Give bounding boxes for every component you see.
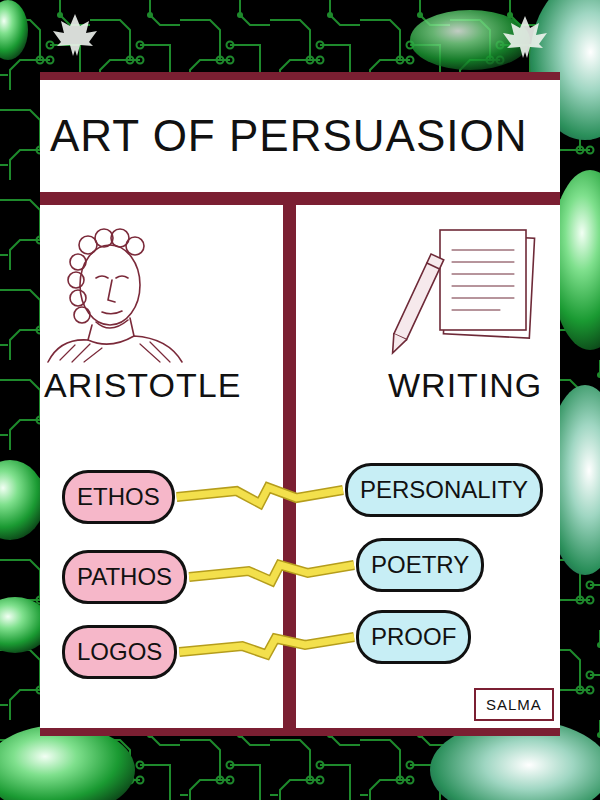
lightning-connector [177, 487, 343, 503]
node-text: POETRY [371, 551, 469, 580]
pencil-tip [386, 334, 406, 356]
curl [126, 237, 144, 255]
curl [74, 307, 90, 323]
figure-label: WRITING [388, 366, 542, 405]
pencil [386, 254, 443, 356]
node-text: PATHOS [77, 563, 172, 592]
text-lines [452, 250, 514, 310]
signature-label: SALMA [474, 688, 554, 721]
leaf-shape [53, 14, 97, 56]
robe [48, 336, 182, 362]
robe-hatching [60, 342, 170, 362]
bolt-line [179, 637, 354, 655]
writing-sketch [386, 230, 534, 356]
figure-label: ARISTOTLE [44, 366, 241, 405]
bolt-outline [177, 487, 343, 503]
maple-leaf [53, 14, 97, 56]
bolt-outline [189, 565, 354, 581]
node-text: LOGOS [77, 638, 162, 667]
appeal-cloud: ETHOS [62, 470, 175, 525]
pencil-body [394, 254, 444, 340]
column-divider [283, 205, 296, 730]
node-text: ETHOS [77, 483, 160, 512]
writing-cloud: PROOF [356, 610, 471, 665]
jaw [96, 320, 128, 328]
appeal-cloud: LOGOS [62, 625, 177, 680]
eyes [96, 276, 128, 278]
top-band [40, 72, 560, 80]
bolt-line [177, 487, 343, 503]
writing-cloud: POETRY [356, 538, 484, 593]
neck [88, 318, 134, 340]
bolt-line [189, 565, 354, 581]
maple-leaf [503, 16, 547, 58]
lightning-connector [179, 637, 354, 655]
title-text: ART OF PERSUASION [50, 112, 527, 160]
blob [0, 0, 28, 60]
card-ground [40, 72, 560, 736]
curl [70, 254, 86, 270]
nose [108, 280, 115, 302]
lightning-connector [189, 565, 354, 581]
bolt-outline [179, 637, 354, 655]
blob [0, 725, 135, 800]
curl [70, 290, 86, 306]
curl [68, 272, 84, 288]
title-band [40, 192, 560, 205]
card [40, 72, 560, 736]
blob [0, 460, 45, 540]
writing-cloud: PERSONALITY [345, 463, 543, 518]
node-text: PROOF [371, 623, 456, 652]
aristotle-sketch [48, 229, 182, 362]
mouth [102, 311, 122, 314]
paper [440, 230, 526, 330]
pencil-band [427, 263, 440, 269]
leaf-shape [503, 16, 547, 58]
appeal-cloud: PATHOS [62, 550, 187, 605]
node-text: PERSONALITY [360, 476, 528, 505]
bottom-band [40, 728, 560, 736]
